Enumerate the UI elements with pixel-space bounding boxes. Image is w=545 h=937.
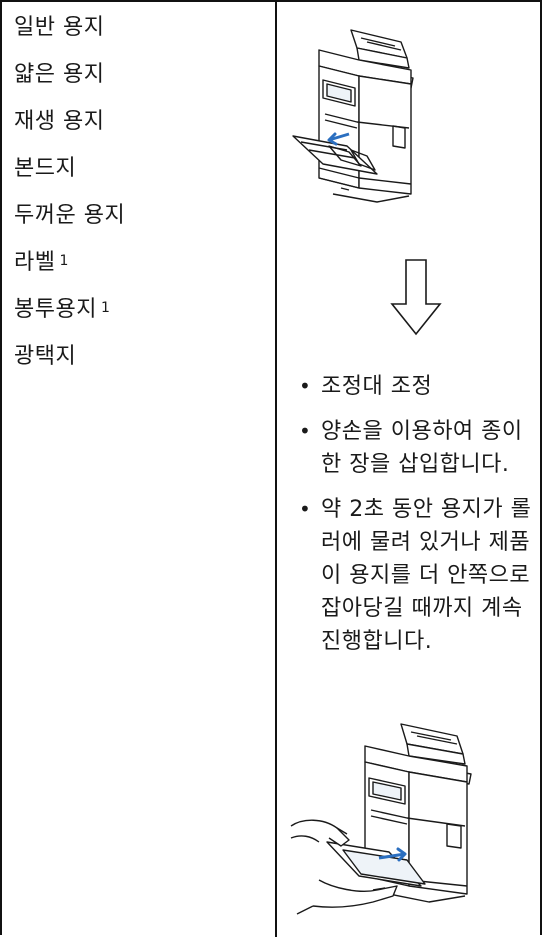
instruction-steps: • 조정대 조정 • 양손을 이용하여 종이 한 장을 삽입합니다. • 약 2… (295, 370, 535, 670)
printer-insert-paper-illustration (290, 723, 472, 915)
down-arrow-icon (390, 259, 442, 336)
paper-type-glossy: 광택지 (14, 344, 77, 369)
column-divider (275, 2, 277, 937)
printer-top-illustration (292, 29, 414, 203)
footnote-marker: 1 (100, 300, 111, 316)
paper-type-bond: 본드지 (14, 156, 77, 181)
paper-type-plain: 일반 용지 (14, 15, 105, 40)
paper-type-thin: 얇은 용지 (14, 62, 105, 87)
step-insert-sheet: • 양손을 이용하여 종이 한 장을 삽입합니다. (295, 415, 535, 481)
bullet-icon: • (299, 497, 312, 521)
step-adjust-guides: • 조정대 조정 (295, 370, 535, 403)
bullet-icon: • (299, 374, 312, 398)
footnote-marker: 1 (59, 253, 69, 269)
paper-type-recycled: 재생 용지 (14, 109, 105, 134)
bullet-icon: • (299, 419, 312, 443)
instruction-column: • 조정대 조정 • 양손을 이용하여 종이 한 장을 삽입합니다. • 약 2… (277, 2, 542, 930)
paper-type-thick: 두꺼운 용지 (14, 203, 126, 228)
step-continue-feeding: • 약 2초 동안 용지가 롤러에 물려 있거나 제품이 용지를 더 안쪽으로 … (295, 493, 535, 658)
